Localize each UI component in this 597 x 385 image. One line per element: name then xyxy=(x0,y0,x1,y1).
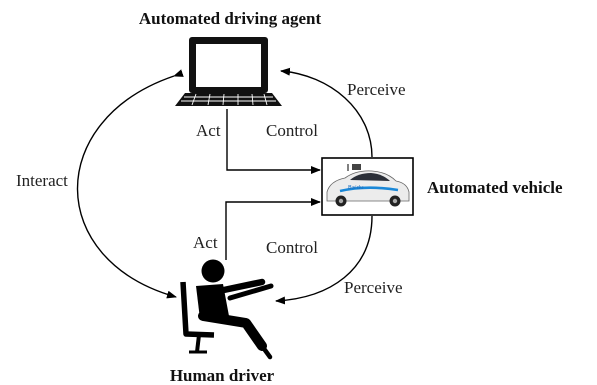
laptop-icon xyxy=(175,37,282,106)
interact-arrow xyxy=(76,69,184,299)
agent-act-label: Act xyxy=(196,121,221,140)
human-perceive-label: Perceive xyxy=(344,278,403,297)
interact-label: Interact xyxy=(16,171,68,190)
human-perceive-arrow xyxy=(275,215,373,305)
agent-title: Automated driving agent xyxy=(139,9,322,28)
agent-control-label: Control xyxy=(266,121,318,140)
agent-perceive-arrow xyxy=(280,67,373,158)
vehicle-side-text: Baidu xyxy=(348,185,364,191)
human-title: Human driver xyxy=(170,366,275,385)
human-act-label: Act xyxy=(193,233,218,252)
agent-control-arrow xyxy=(226,109,321,174)
seated-driver-icon xyxy=(180,259,274,360)
autonomous-car-icon: Baidu xyxy=(326,164,410,207)
human-control-label: Control xyxy=(266,238,318,257)
vehicle-title: Automated vehicle xyxy=(427,178,563,197)
human-control-arrow xyxy=(225,198,321,260)
agent-perceive-label: Perceive xyxy=(347,80,406,99)
